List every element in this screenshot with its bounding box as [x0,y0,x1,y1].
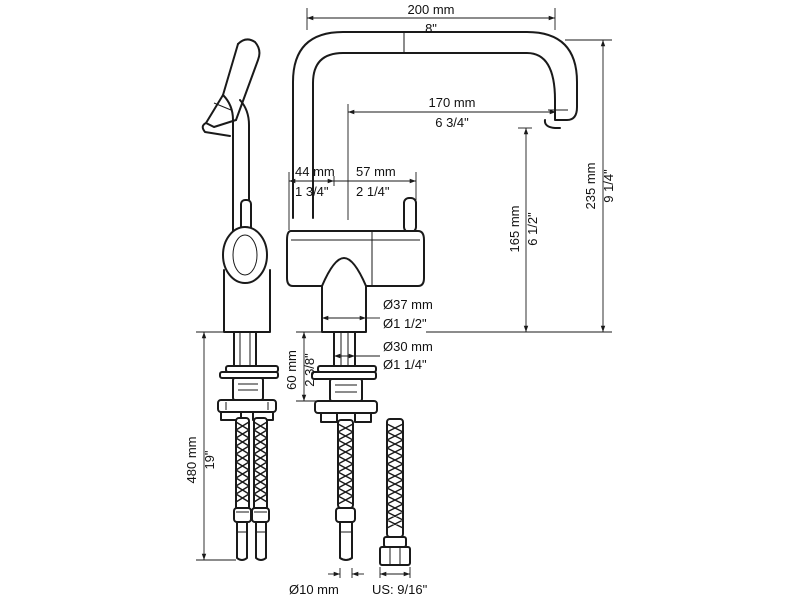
label-hose-dia-mm: Ø10 mm [289,582,339,597]
label-height-total-mm: 235 mm [583,163,598,210]
label-spout-height-in: 6 1/2" [525,212,540,246]
label-width-total-in: 8" [425,21,437,36]
label-reach-in: 6 3/4" [435,115,469,130]
label-height-total-in: 9 1/4" [601,169,616,203]
front-view-faucet [286,31,578,561]
label-base-dia-mm: Ø37 mm [383,297,433,312]
label-offset-right-mm: 57 mm [356,164,396,179]
label-hose-len-in: 19" [202,450,217,469]
label-width-total-mm: 200 mm [408,2,455,17]
dimension-labels: 200 mm 8" 170 mm 6 3/4" 44 mm 1 3/4" 57 … [184,2,616,597]
label-hose-len-mm: 480 mm [184,437,199,484]
label-shank-dia-mm: Ø30 mm [383,339,433,354]
hose-detail [379,418,411,566]
label-spout-height-mm: 165 mm [507,206,522,253]
label-offset-left-in: 1 3/4" [295,184,329,199]
label-shank-len-in: 2 3/8" [302,353,317,387]
label-offset-left-mm: 44 mm [295,164,335,179]
label-base-dia-in: Ø1 1/2" [383,316,427,331]
label-shank-dia-in: Ø1 1/4" [383,357,427,372]
label-offset-right-in: 2 1/4" [356,184,390,199]
label-shank-len-mm: 60 mm [284,350,299,390]
side-view-faucet [201,38,279,561]
dimension-lines [196,8,612,578]
label-thread-us: US: 9/16" [372,582,428,597]
label-reach-mm: 170 mm [429,95,476,110]
